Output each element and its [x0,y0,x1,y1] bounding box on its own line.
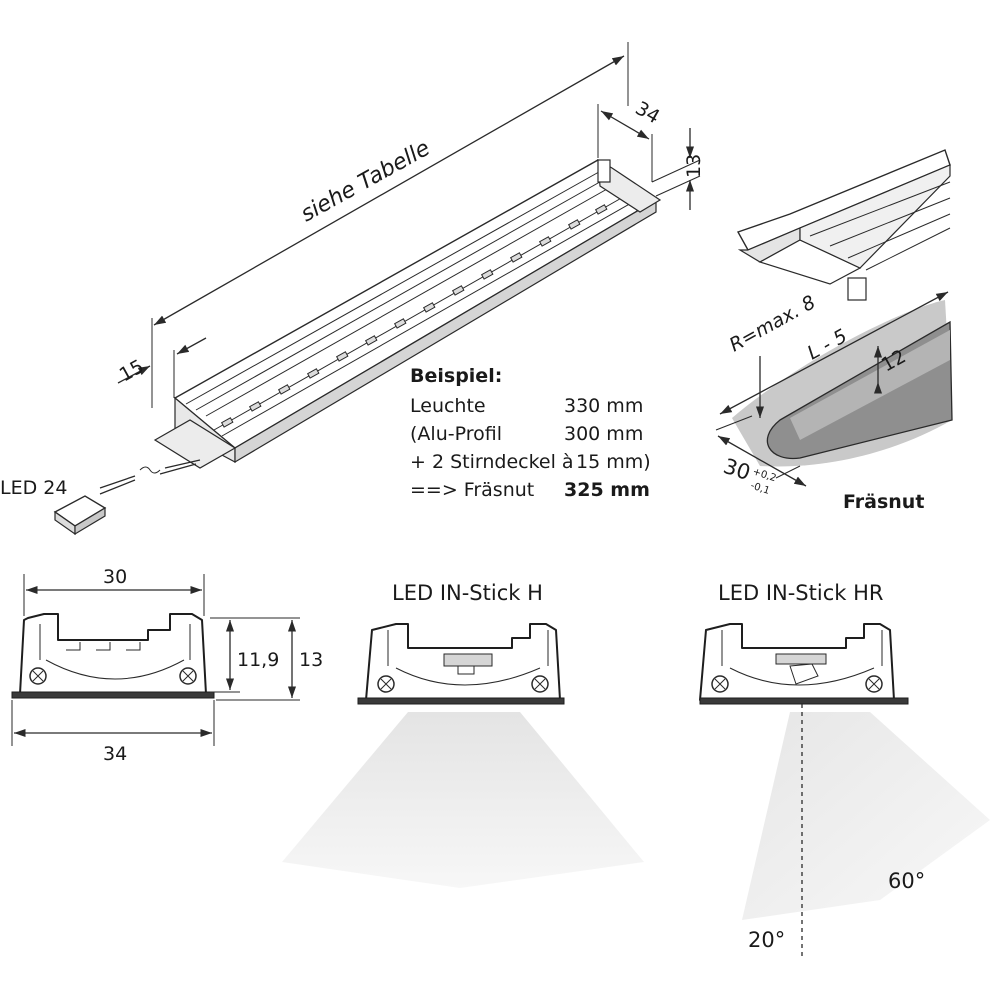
example-row-label: + 2 Stirndeckel à [410,451,574,473]
width-dimension: 34 [632,97,664,128]
tolerance-lower: -0,1 [749,480,771,496]
tilt-angle-label: 20° [748,928,785,952]
example-title: Beispiel: [410,365,502,387]
height-dimension: 13 [683,154,705,178]
example-row-label: ==> Fräsnut [410,479,534,501]
end-cap-left [153,419,237,469]
beam-cone-h [282,712,644,888]
led-module-h [443,653,493,667]
led-module-hr [775,653,827,665]
section-inner-height: 11,9 [237,649,279,671]
variant-hr-title: LED IN-Stick HR [718,581,883,605]
section-bottom-width: 34 [103,743,127,765]
length-dimension: siehe Tabelle [297,136,435,227]
beam-cone-hr [742,712,990,920]
section-profile [19,613,207,695]
section-outer-height: 13 [299,649,323,671]
variant-h: LED IN-Stick H [282,581,644,888]
example-result-value: 325 mm [564,479,650,501]
variant-h-title: LED IN-Stick H [392,581,543,605]
example-row-value: 330 mm [564,395,643,417]
cover-plate [11,691,215,699]
example-row-value: 300 mm [564,423,643,445]
section-top-width: 30 [103,566,127,588]
connector-plug [53,495,107,536]
connector-label: LED 24 [0,477,67,499]
example-row-value: 15 mm) [576,451,651,473]
profile-piece [736,149,951,301]
variant-hr: LED IN-Stick HR 20° 60° [699,581,990,956]
beam-angle-label: 60° [888,869,925,893]
cover-plate [357,697,565,705]
cross-section: 30 34 11,9 13 [11,566,323,765]
groove-caption: Fräsnut [843,491,924,513]
example-row-label: Leuchte [410,395,486,417]
example-block: Beispiel: Leuchte 330 mm (Alu-Profil 300… [410,365,651,501]
example-row-label: (Alu-Profil [410,423,502,445]
groove-detail: R=max. 8 L - 5 12 30 +0,2 -0,1 Fräsnut [715,149,953,513]
cover-plate [699,697,909,705]
groove-width-label: 30 [720,454,753,485]
